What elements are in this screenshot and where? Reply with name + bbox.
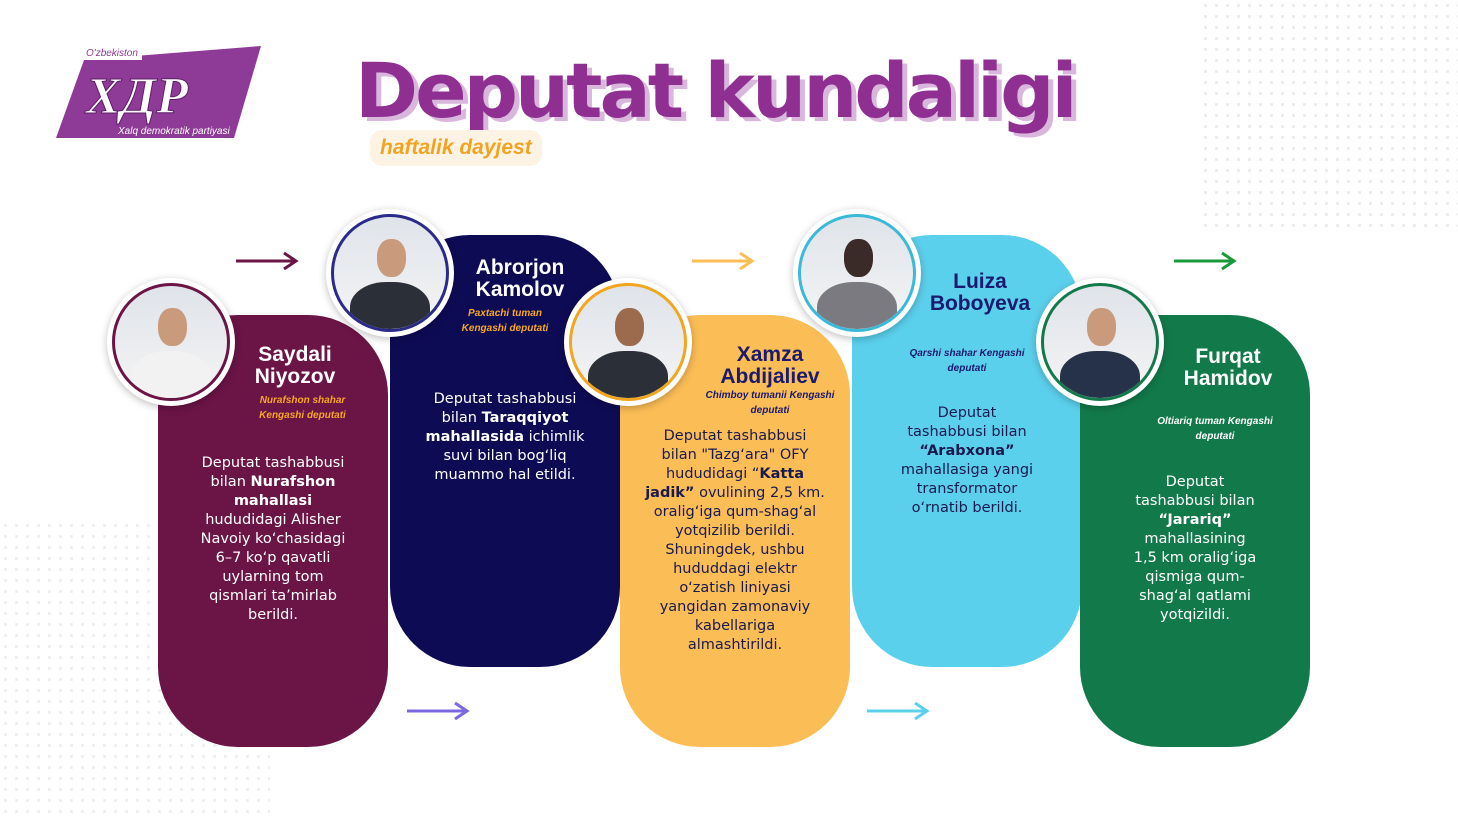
svg-text:O'zbekiston: O'zbekiston (86, 48, 138, 59)
deputy-role: Oltiariq tuman Kengashi deputati (1157, 416, 1273, 442)
svg-text:XДP: XДP (84, 68, 189, 125)
page-subtitle: haftalik dayjest (370, 130, 542, 166)
deputy-photo (107, 278, 235, 406)
deputy-role: Chimboy tumanii Kengashi deputati (705, 390, 835, 416)
dot-pattern (1200, 0, 1458, 230)
deputy-name: Saydali Niyozov (254, 343, 336, 388)
deputy-photo (326, 209, 454, 337)
deputy-name: Abrorjon Kamolov (475, 256, 565, 301)
deputy-description: Deputat tashabbusi bilan Taraqqiyot maha… (425, 391, 585, 483)
arrow-right-icon (1174, 251, 1237, 271)
deputy-description: Deputat tashabbusi bilan “Jarariq” mahal… (1133, 474, 1257, 623)
party-logo: O'zbekiston XДP Xalq demokratik partiyas… (56, 46, 261, 138)
deputy-description: Deputat tashabbusi bilan "Tazg‘ara" OFY … (645, 428, 825, 653)
deputy-role: Paxtachi tuman Kengashi deputati (461, 308, 549, 334)
svg-text:Xalq demokratik partiyasi: Xalq demokratik partiyasi (117, 126, 230, 137)
arrow-right-icon (692, 251, 755, 271)
deputy-description: Deputat tashabbusi bilan “Arabxona” maha… (900, 405, 1034, 516)
deputy-role: Qarshi shahar Kengashi deputati (909, 348, 1025, 374)
deputy-photo (564, 278, 692, 406)
deputy-name: Furqat Hamidov (1183, 345, 1273, 390)
deputy-photo (793, 209, 921, 337)
arrow-right-icon (407, 701, 470, 721)
deputy-description: Deputat tashabbusi bilan Nurafshon mahal… (200, 455, 346, 623)
page-title: Deputat kundaligi (355, 46, 1078, 135)
deputy-name: Xamza Abdijaliev (720, 343, 820, 388)
deputy-role: Nurafshon shahar Kengashi deputati (259, 395, 346, 421)
arrow-right-icon (236, 251, 299, 271)
deputy-name: Luiza Boboyeva (929, 270, 1031, 315)
deputy-photo (1036, 278, 1164, 406)
arrow-right-icon (867, 701, 930, 721)
